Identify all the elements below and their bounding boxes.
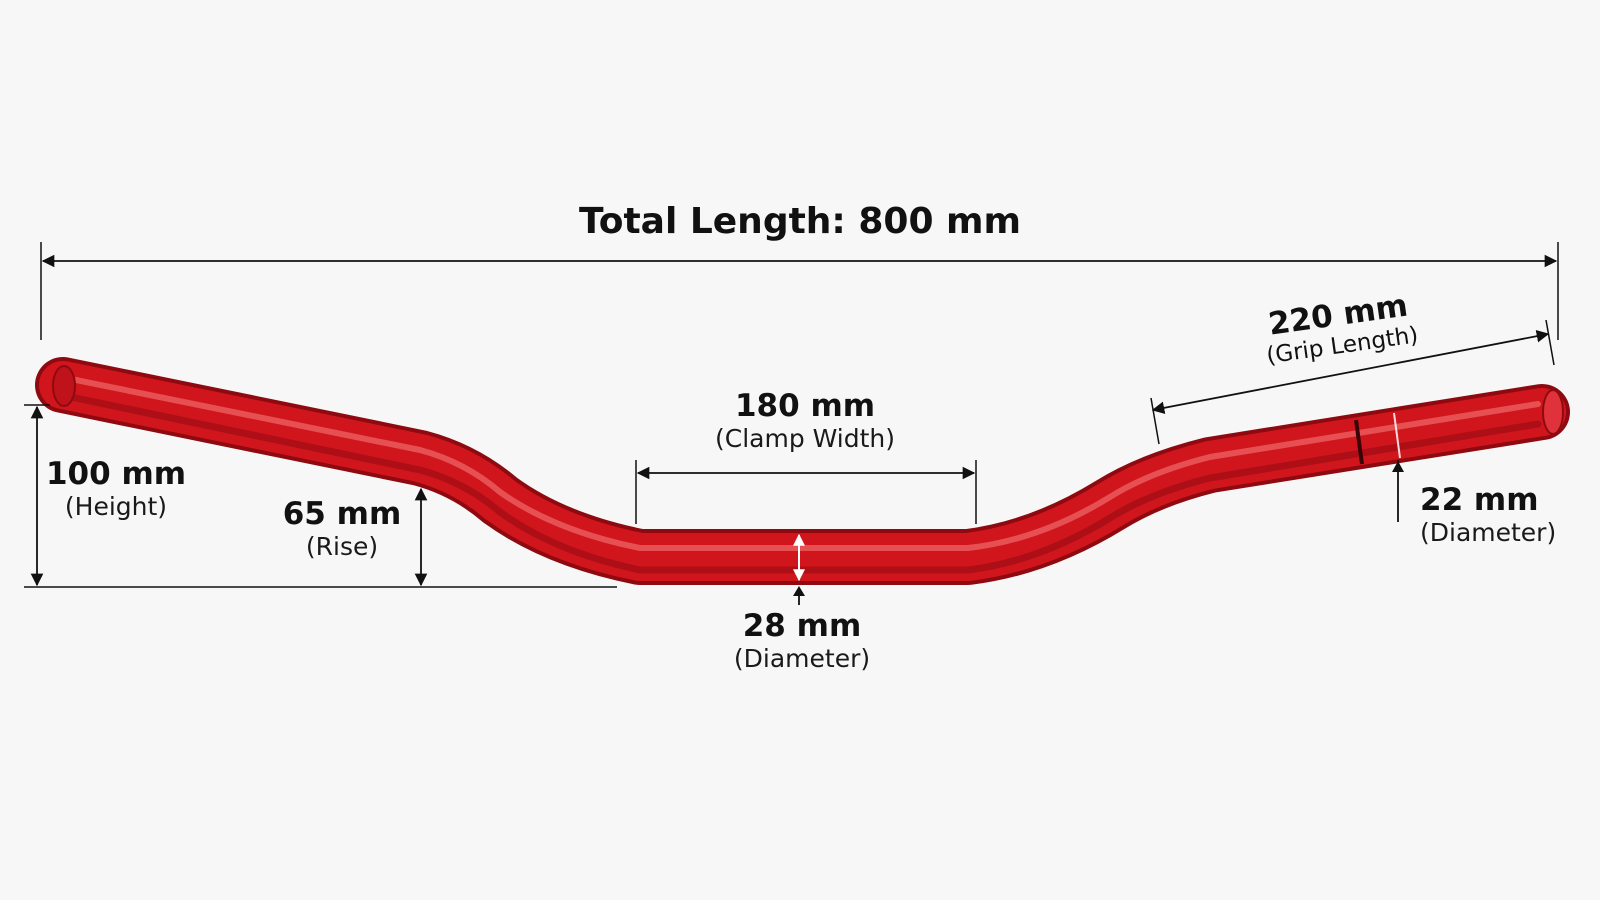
handlebar-tube-highlight: [63, 375, 1541, 551]
left-bar-end: [52, 365, 76, 407]
grip-diameter-label: 22 mm (Diameter): [1420, 482, 1556, 548]
clamp-diameter-value: 28 mm: [742, 608, 862, 644]
handlebar-tube-shadow: [62, 392, 1542, 574]
height-value: 100 mm: [45, 456, 187, 492]
grip-length-dimension-line: [1151, 329, 1550, 415]
clamp-width-value: 180 mm: [734, 388, 876, 424]
handlebar-tube: [35, 357, 1570, 585]
clamp-width-label: 180 mm (Clamp Width): [715, 388, 895, 454]
grip-diameter-arrow: [1392, 461, 1404, 472]
right-bar-end: [1542, 389, 1564, 435]
clamp-diameter-arrow: [793, 586, 805, 596]
handlebar-tube-body: [39, 361, 1566, 581]
height-label: 100 mm (Height): [46, 456, 186, 522]
grip-start-ring: [1354, 419, 1364, 465]
grip-extension-left: [1150, 397, 1160, 445]
grip-extension-right: [1545, 319, 1555, 366]
clamp-diameter-label: 28 mm (Diameter): [734, 608, 870, 674]
rise-caption: (Rise): [305, 532, 379, 561]
grip-marker-line: [1393, 412, 1401, 459]
total-length-title: Total Length: 800 mm: [578, 201, 1022, 242]
clamp-diameter-caption: (Diameter): [733, 644, 871, 673]
grip-diameter-value: 22 mm: [1420, 482, 1539, 518]
clamp-width-caption: (Clamp Width): [714, 424, 896, 453]
rise-value: 65 mm: [282, 496, 402, 532]
height-caption: (Height): [64, 492, 168, 521]
rise-label: 65 mm (Rise): [283, 496, 402, 562]
grip-diameter-caption: (Diameter): [1420, 518, 1557, 547]
